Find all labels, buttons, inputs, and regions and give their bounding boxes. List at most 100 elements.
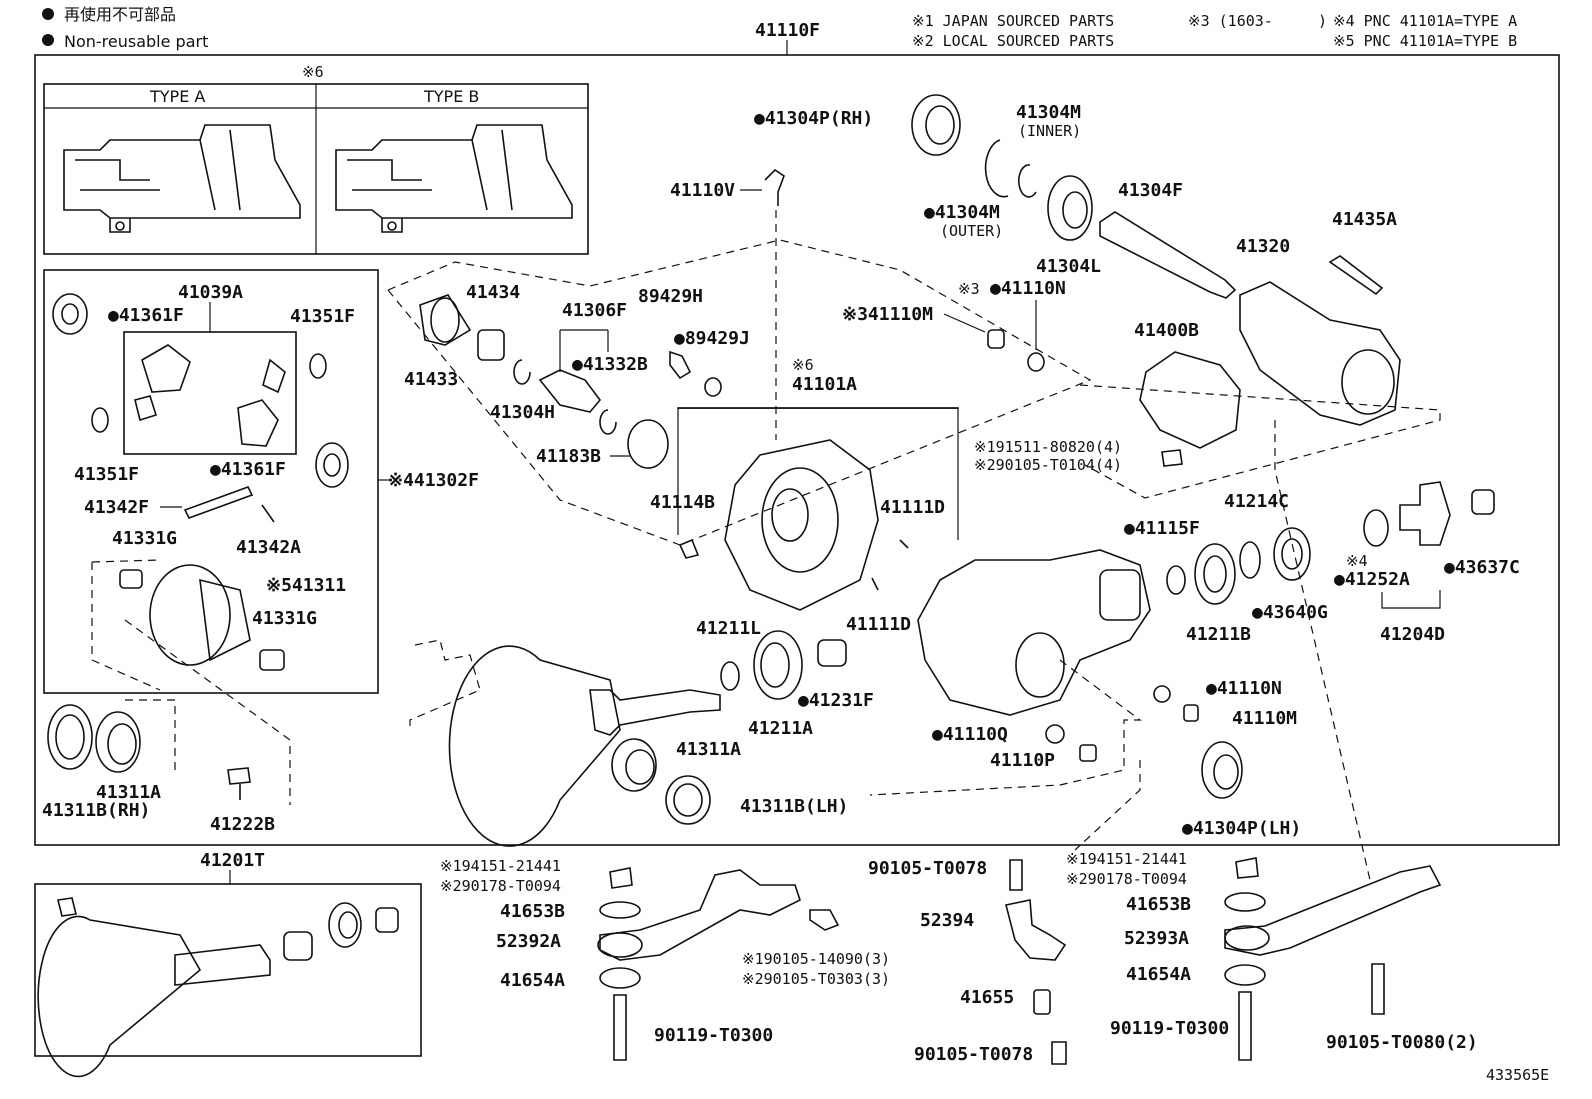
inset-mark: ※6 bbox=[302, 63, 324, 81]
label-194151-a: ※194151-21441 bbox=[440, 857, 561, 875]
legend-jp: 再使用不可部品 bbox=[64, 5, 176, 24]
label-41211L: 41211L bbox=[696, 618, 761, 639]
note-3: ※3 (1603- bbox=[1188, 12, 1273, 30]
label-41304M-inner-sub: (INNER) bbox=[1018, 122, 1081, 140]
shim-41311B-lh bbox=[665, 775, 711, 825]
diff-carrier bbox=[917, 549, 1151, 716]
label-90105-T0078-a: 90105-T0078 bbox=[868, 858, 987, 879]
label-290178-a: ※290178-T0094 bbox=[440, 877, 561, 895]
label-41351F-b: 41351F bbox=[74, 464, 139, 485]
main-assembly-frame bbox=[34, 54, 1560, 846]
legend-en: Non-reusable part bbox=[64, 32, 208, 51]
assembly-label-41201T: 41201T bbox=[200, 850, 265, 871]
note-1: ※1 JAPAN SOURCED PARTS bbox=[912, 12, 1114, 30]
type-a-label: TYPE A bbox=[149, 87, 205, 106]
label-41311A-a: 41311A bbox=[96, 782, 161, 803]
label-41211B: 41211B bbox=[1186, 624, 1251, 645]
label-41304M-inner: 41304M bbox=[1016, 102, 1081, 123]
label-41351F-a: 41351F bbox=[290, 306, 355, 327]
label-41433: 41433 bbox=[404, 369, 458, 390]
label-41361F-b: ●41361F bbox=[210, 459, 286, 480]
pinion-shaft bbox=[183, 486, 254, 519]
label-290105-a: ※290105-T0104(4) bbox=[974, 456, 1122, 474]
label-41304P-lh: ●41304P(LH) bbox=[1182, 818, 1301, 839]
label-41342F: 41342F bbox=[84, 497, 149, 518]
bearing-41434 bbox=[477, 329, 505, 361]
label-41211A: 41211A bbox=[748, 718, 813, 739]
label-41110N-a: ●41110N bbox=[990, 278, 1066, 299]
label-41653B-b: 41653B bbox=[1126, 894, 1191, 915]
seal-43640G bbox=[1273, 527, 1311, 581]
label-41361F-a: ●41361F bbox=[108, 305, 184, 326]
label-41111D-a: 41111D bbox=[880, 497, 945, 518]
label-41304H: 41304H bbox=[490, 402, 555, 423]
label-41039A: 41039A bbox=[178, 282, 243, 303]
label-41400B: 41400B bbox=[1134, 320, 1199, 341]
label-41304F: 41304F bbox=[1118, 180, 1183, 201]
bearing-41304L bbox=[1047, 175, 1093, 241]
label-41332B: ●41332B bbox=[572, 354, 648, 375]
label-41653B-a: 41653B bbox=[500, 901, 565, 922]
assembly-label-41110F: 41110F bbox=[755, 20, 820, 41]
type-b-housing bbox=[335, 124, 573, 219]
label-41214C: 41214C bbox=[1224, 491, 1289, 512]
label-41654A-b: 41654A bbox=[1126, 964, 1191, 985]
label-52392A: 52392A bbox=[496, 931, 561, 952]
label-41435A: 41435A bbox=[1332, 209, 1397, 230]
diff-case bbox=[149, 564, 231, 666]
companion-flange bbox=[538, 369, 602, 413]
label-41183B: 41183B bbox=[536, 446, 601, 467]
label-41110M-b: 41110M bbox=[1232, 708, 1297, 729]
bracket-52394 bbox=[1005, 899, 1067, 961]
label-41311: ※541311 bbox=[266, 575, 346, 596]
label-90119-a: 90119-T0300 bbox=[654, 1025, 773, 1046]
label-41110N-a-mark: ※3 bbox=[958, 280, 980, 298]
label-41252A-mark: ※4 bbox=[1346, 552, 1368, 570]
label-290105-b: ※290105-T0303(3) bbox=[742, 970, 890, 988]
drive-pinion bbox=[589, 689, 721, 736]
type-inset: TYPE A TYPE B bbox=[43, 83, 589, 255]
label-90119-b: 90119-T0300 bbox=[1110, 1018, 1229, 1039]
label-41304L: 41304L bbox=[1036, 256, 1101, 277]
label-41204D: 41204D bbox=[1380, 624, 1445, 645]
label-89429J: ●89429J bbox=[674, 328, 750, 349]
bracket-52393A bbox=[1224, 865, 1442, 956]
label-90105-T0080: 90105-T0080(2) bbox=[1326, 1032, 1478, 1053]
tube-41320 bbox=[1239, 281, 1401, 426]
label-41110N-b: ●41110N bbox=[1206, 678, 1282, 699]
label-41654A-a: 41654A bbox=[500, 970, 565, 991]
bolt-41222B bbox=[227, 767, 251, 800]
bearing-41311A-b bbox=[611, 738, 657, 792]
label-41306F: 41306F bbox=[562, 300, 627, 321]
actuator-41400B bbox=[1139, 351, 1241, 449]
label-194151-b: ※194151-21441 bbox=[1066, 850, 1187, 868]
drawing-number: 433565E bbox=[1486, 1066, 1549, 1084]
note-5: ※5 PNC 41101A=TYPE B bbox=[1333, 32, 1517, 50]
washer-41361F-a bbox=[52, 293, 88, 335]
label-43637C: ●43637C bbox=[1444, 557, 1520, 578]
label-41302F: ※441302F bbox=[388, 470, 479, 491]
type-b-label: TYPE B bbox=[423, 87, 479, 106]
bearing-41211B bbox=[1194, 543, 1236, 605]
label-41311A-b: 41311A bbox=[676, 739, 741, 760]
label-41304M-outer: ●41304M bbox=[924, 202, 1000, 223]
label-41110P: 41110P bbox=[990, 750, 1055, 771]
ring-pinion-box bbox=[34, 883, 422, 1057]
note-2: ※2 LOCAL SOURCED PARTS bbox=[912, 32, 1114, 50]
side-gear bbox=[141, 344, 191, 393]
label-41304M-outer-sub: (OUTER) bbox=[940, 222, 1003, 240]
label-41222B: 41222B bbox=[210, 814, 275, 835]
label-41231F: ●41231F bbox=[798, 690, 874, 711]
label-41320: 41320 bbox=[1236, 236, 1290, 257]
shaft-41304F bbox=[1099, 211, 1237, 299]
bearing-41433 bbox=[419, 294, 472, 346]
label-41101A: 41101A bbox=[792, 374, 857, 395]
label-41311B-lh: 41311B(LH) bbox=[740, 796, 848, 817]
label-41110Q: ●41110Q bbox=[932, 724, 1008, 745]
ring-gear-41201T bbox=[37, 915, 202, 1078]
label-41110M-a: ※341110M bbox=[842, 304, 933, 325]
label-41111D-b: 41111D bbox=[846, 614, 911, 635]
label-290178-b: ※290178-T0094 bbox=[1066, 870, 1187, 888]
label-41331G-b: 41331G bbox=[252, 608, 317, 629]
label-41110V: 41110V bbox=[670, 180, 735, 201]
